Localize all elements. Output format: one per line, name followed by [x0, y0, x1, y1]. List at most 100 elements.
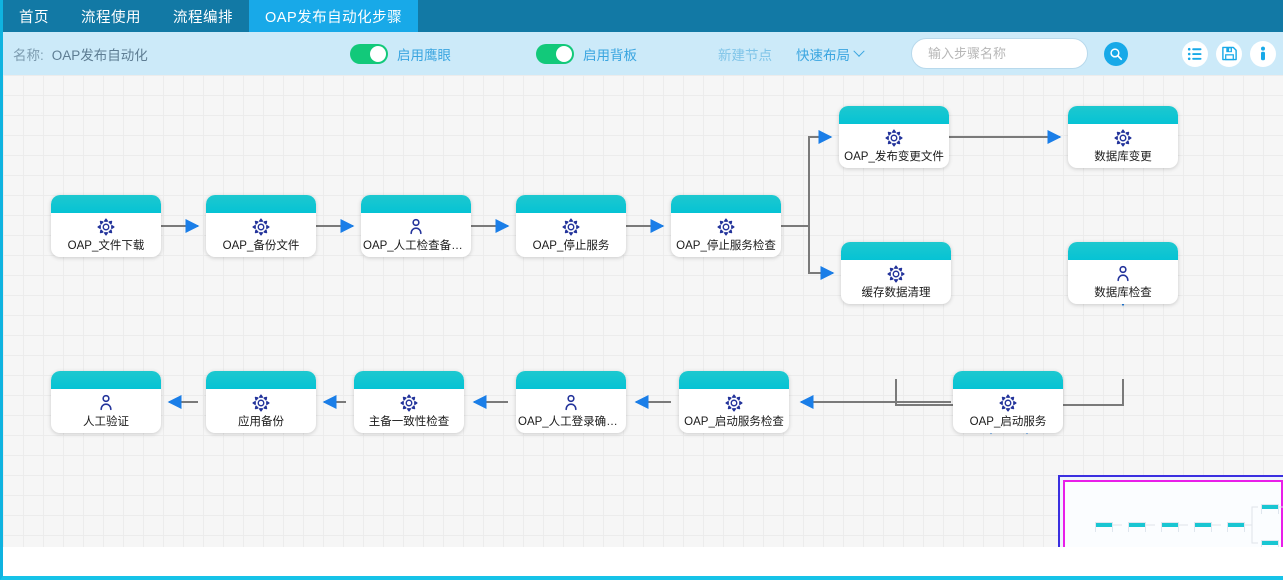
node-body: OAP_人工检查备份...: [361, 213, 471, 257]
flow-node-n7[interactable]: 数据库变更: [1068, 106, 1178, 168]
node-icon: [716, 216, 736, 238]
minimap-node-body: [1162, 526, 1178, 533]
backboard-toggle[interactable]: [536, 43, 574, 64]
overview-minimap[interactable]: [1058, 475, 1283, 547]
eagle-eye-toggle[interactable]: [350, 43, 388, 64]
tab-process-usage-label: 流程使用: [81, 9, 141, 26]
flow-canvas[interactable]: OAP_文件下载 OAP_备份文件 OAP_人工检查备份... OAP_停止服务 OAP…: [3, 75, 1283, 547]
search-input[interactable]: [928, 46, 1104, 61]
node-body: OAP_文件下载: [51, 213, 161, 257]
person-icon: [100, 394, 112, 411]
node-icon: [884, 127, 904, 149]
node-label: OAP_备份文件: [222, 240, 300, 252]
node-icon: [251, 392, 271, 414]
flow-node-n8[interactable]: 缓存数据清理: [841, 242, 951, 304]
node-body: 人工验证: [51, 389, 161, 433]
node-header-bar: [671, 195, 781, 213]
tab-bar: 首页 流程使用 流程编排 OAP发布自动化步骤: [3, 0, 1283, 32]
save-button[interactable]: [1216, 40, 1242, 67]
node-icon: [96, 216, 116, 238]
flow-node-n2[interactable]: OAP_备份文件: [206, 195, 316, 257]
tab-home[interactable]: 首页: [3, 0, 65, 32]
quick-layout-dropdown[interactable]: 快速布局: [796, 44, 865, 64]
person-icon: [1117, 265, 1129, 282]
node-body: OAP_备份文件: [206, 213, 316, 257]
minimap-node-body: [1195, 526, 1211, 533]
flow-node-n12[interactable]: OAP_人工登录确认...: [516, 371, 626, 433]
person-icon: [410, 218, 422, 235]
flow-node-n9[interactable]: 数据库检查: [1068, 242, 1178, 304]
node-icon: [561, 392, 581, 414]
gear-icon: [1114, 129, 1132, 147]
node-label: 主备一致性检查: [368, 416, 450, 428]
flow-node-n15[interactable]: 人工验证: [51, 371, 161, 433]
tab-process-orchestration[interactable]: 流程编排: [157, 0, 249, 32]
flow-node-n14[interactable]: 应用备份: [206, 371, 316, 433]
flow-name-label: 名称:: [13, 47, 44, 63]
backboard-toggle-group: 启用背板: [536, 43, 637, 64]
flow-node-n4[interactable]: OAP_停止服务: [516, 195, 626, 257]
flow-node-n11[interactable]: OAP_启动服务检查: [679, 371, 789, 433]
minimap-node-body: [1129, 526, 1145, 533]
quick-layout-label: 快速布局: [796, 47, 850, 63]
editor-toolbar: 名称: OAP发布自动化 启用鹰眼 启用背板 新建节点 快速布局: [3, 32, 1283, 75]
gear-icon: [252, 218, 270, 236]
flow-node-n5[interactable]: OAP_停止服务检查: [671, 195, 781, 257]
node-icon: [251, 216, 271, 238]
minimap-node-body: [1228, 526, 1244, 533]
save-icon: [1221, 46, 1237, 61]
tab-process-usage[interactable]: 流程使用: [65, 0, 157, 32]
flow-node-n6[interactable]: OAP_发布变更文件: [839, 106, 949, 168]
node-icon: [561, 216, 581, 238]
minimap-node-header: [1195, 523, 1211, 527]
node-label: 人工验证: [83, 416, 129, 428]
gear-icon: [887, 265, 905, 283]
new-node-button[interactable]: 新建节点: [718, 47, 772, 63]
node-label: OAP_人工登录确认...: [518, 416, 624, 428]
minimap-node: [1261, 540, 1279, 547]
list-view-button[interactable]: [1182, 40, 1208, 67]
node-body: OAP_停止服务: [516, 213, 626, 257]
list-icon: [1187, 47, 1202, 60]
tab-oap-release-automation-steps-label: OAP发布自动化步骤: [265, 9, 403, 26]
search-box[interactable]: [911, 38, 1128, 69]
node-body: 数据库检查: [1068, 260, 1178, 304]
edge-n5-n6: [781, 130, 833, 227]
node-icon: [1113, 263, 1133, 285]
node-icon: [1113, 127, 1133, 149]
node-header-bar: [361, 195, 471, 213]
gear-icon: [562, 218, 580, 236]
flow-node-n13[interactable]: 主备一致性检查: [354, 371, 464, 433]
node-icon: [724, 392, 744, 414]
search-icon: [1110, 47, 1123, 60]
node-header-bar: [206, 371, 316, 389]
eagle-eye-toggle-group: 启用鹰眼: [350, 43, 451, 64]
node-header-bar: [953, 371, 1063, 389]
node-body: 数据库变更: [1068, 124, 1178, 168]
minimap-node-header: [1162, 523, 1178, 527]
node-header-bar: [354, 371, 464, 389]
info-button[interactable]: [1250, 40, 1276, 67]
minimap-node: [1161, 522, 1179, 533]
flow-node-n3[interactable]: OAP_人工检查备份...: [361, 195, 471, 257]
node-header-bar: [1068, 106, 1178, 124]
node-icon: [96, 392, 116, 414]
node-header-bar: [51, 195, 161, 213]
minimap-node-header: [1096, 523, 1112, 527]
flow-node-n1[interactable]: OAP_文件下载: [51, 195, 161, 257]
node-label: 应用备份: [238, 416, 284, 428]
node-header-bar: [206, 195, 316, 213]
gear-icon: [400, 394, 418, 412]
search-button[interactable]: [1104, 41, 1128, 66]
toggle-knob: [556, 45, 572, 62]
edge-n5-n8: [781, 225, 835, 280]
flow-node-n10[interactable]: OAP_启动服务: [953, 371, 1063, 433]
info-icon: [1261, 46, 1265, 60]
node-header-bar: [516, 371, 626, 389]
minimap-viewport[interactable]: [1063, 480, 1283, 547]
node-label: OAP_文件下载: [67, 240, 145, 252]
tab-oap-release-automation-steps[interactable]: OAP发布自动化步骤: [249, 0, 419, 32]
node-label: 缓存数据清理: [861, 287, 931, 299]
node-body: OAP_发布变更文件: [839, 124, 949, 168]
